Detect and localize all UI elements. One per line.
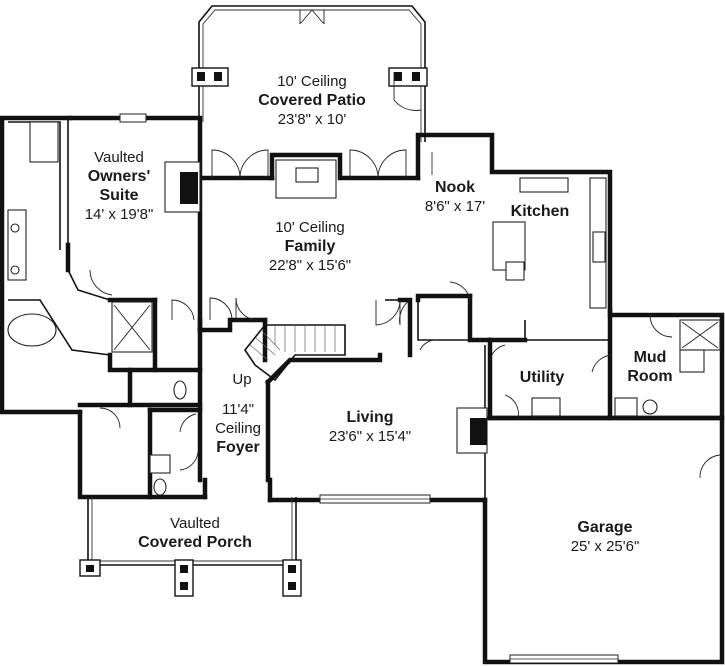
- patio-name: Covered Patio: [258, 92, 366, 109]
- label-living: Living 23'6" x 15'4": [300, 408, 440, 446]
- label-family: 10' Ceiling Family 22'8" x 15'6": [230, 218, 390, 275]
- label-owners-suite: Vaulted Owners' Suite 14' x 19'8": [68, 148, 170, 224]
- foyer-name: Foyer: [216, 439, 260, 456]
- utility-name: Utility: [519, 369, 565, 386]
- porch-vaulted: Vaulted: [170, 515, 220, 532]
- patio-bay-outline: [198, 5, 426, 142]
- exterior-walls: [0, 115, 725, 665]
- foyer-ceiling-1: 11'4": [221, 401, 255, 418]
- family-name: Family: [284, 238, 336, 255]
- nook-size: 8'6" x 17': [424, 198, 486, 215]
- nook-name: Nook: [435, 179, 475, 196]
- mud-name-1: Mud: [633, 349, 667, 366]
- label-kitchen: Kitchen: [498, 202, 582, 221]
- kitchen-name: Kitchen: [510, 203, 570, 220]
- owners-size: 14' x 19'8": [84, 206, 154, 223]
- family-ceiling: 10' Ceiling: [275, 219, 345, 236]
- family-size: 22'8" x 15'6": [268, 257, 352, 274]
- label-nook: Nook 8'6" x 17': [410, 178, 500, 216]
- door-swings: [89, 72, 721, 479]
- covered-porch: [79, 497, 302, 597]
- mud-name-2: Room: [627, 368, 673, 385]
- porch-name: Covered Porch: [138, 534, 252, 551]
- label-utility: Utility: [506, 368, 578, 387]
- patio-columns: [191, 67, 428, 87]
- label-covered-porch: Vaulted Covered Porch: [112, 514, 278, 552]
- windows: [119, 113, 619, 664]
- garage-size: 25' x 25'6": [570, 538, 640, 555]
- patio-size: 23'8" x 10': [277, 111, 347, 128]
- label-covered-patio: 10' Ceiling Covered Patio 23'8" x 10': [232, 72, 392, 129]
- patio-ceiling: 10' Ceiling: [277, 73, 347, 90]
- family-hearth: [275, 159, 337, 199]
- bath-fixtures: [7, 121, 187, 496]
- label-foyer: 11'4" Ceiling Foyer: [200, 400, 276, 457]
- owners-vaulted: Vaulted: [94, 149, 144, 166]
- living-name: Living: [346, 409, 394, 426]
- label-stair-up: Up: [222, 370, 262, 389]
- label-garage: Garage 25' x 25'6": [530, 518, 680, 556]
- owners-name-2: Suite: [99, 187, 139, 204]
- interior-walls: [8, 118, 613, 500]
- foyer-ceiling-2: Ceiling: [215, 420, 261, 437]
- label-mud-room: Mud Room: [612, 348, 688, 386]
- utility-fixtures: [531, 319, 721, 417]
- staircase: [244, 324, 346, 382]
- stair-up: Up: [232, 371, 252, 388]
- kitchen-fixtures: [431, 152, 607, 309]
- living-size: 23'6" x 15'4": [328, 428, 412, 445]
- garage-name: Garage: [577, 519, 633, 536]
- owners-name-1: Owners': [87, 168, 151, 185]
